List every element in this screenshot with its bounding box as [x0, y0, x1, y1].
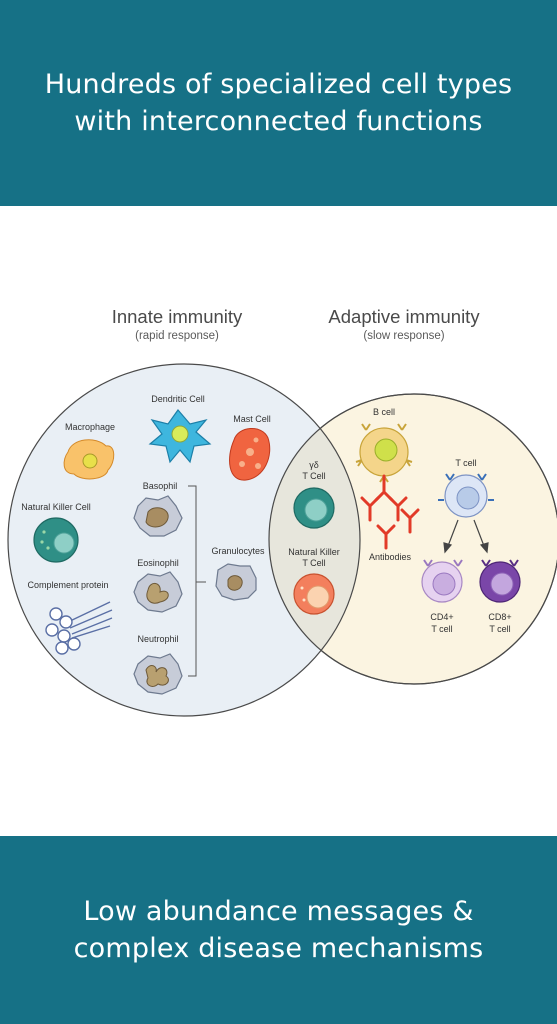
footer-line-2: complex disease mechanisms — [73, 933, 484, 964]
natural-killer-cell-icon — [33, 517, 79, 563]
bottom-banner: Low abundance messages & complex disease… — [0, 836, 557, 1024]
granulocyte-icon — [215, 563, 257, 601]
mast-cell-icon — [229, 428, 271, 481]
t-cell-differentiation-arrows — [443, 519, 489, 554]
granulocytes-label: Granulocytes — [211, 546, 265, 556]
dendritic-label: Dendritic Cell — [151, 394, 205, 404]
basophil-icon — [133, 495, 183, 537]
header-line-2: with interconnected functions — [74, 106, 483, 137]
complement-protein-icon — [45, 601, 113, 655]
cd8-label-2: T cell — [489, 624, 510, 634]
granulocytes-bracket — [188, 485, 206, 677]
nkt-cell-icon — [293, 573, 335, 615]
dendritic-cell-icon — [148, 409, 212, 464]
overlap-region — [269, 394, 360, 684]
nkt-cell-label-1: Natural Killer — [288, 547, 340, 557]
cd4-label-1: CD4+ — [430, 612, 453, 622]
eosinophil-label: Eosinophil — [137, 558, 179, 568]
antibodies-label: Antibodies — [369, 552, 412, 562]
neutrophil-label: Neutrophil — [137, 634, 178, 644]
footer-line-1: Low abundance messages & — [83, 896, 474, 927]
t-cell-icon — [438, 473, 494, 518]
macrophage-icon — [63, 439, 115, 480]
cd8-t-cell-icon — [479, 559, 521, 603]
nkt-cell-label-2: T Cell — [302, 558, 325, 568]
innate-title: Innate immunity — [112, 306, 243, 327]
gd-t-cell-label-1: γδ — [309, 460, 319, 470]
antibodies-icon — [360, 474, 420, 550]
top-banner: Hundreds of specialized cell types with … — [0, 0, 557, 206]
t-cell-label: T cell — [455, 458, 476, 468]
cd4-t-cell-icon — [421, 559, 463, 603]
gd-t-cell-label-2: T Cell — [302, 471, 325, 481]
b-cell-icon — [355, 423, 413, 483]
mast-cell-label: Mast Cell — [233, 414, 271, 424]
header-line-1: Hundreds of specialized cell types — [44, 69, 513, 100]
cd8-label-1: CD8+ — [488, 612, 511, 622]
adaptive-subtitle: (slow response) — [363, 330, 444, 342]
innate-subtitle: (rapid response) — [135, 330, 219, 342]
cd4-label-2: T cell — [431, 624, 452, 634]
natural-killer-label: Natural Killer Cell — [21, 502, 91, 512]
gd-t-cell-icon — [293, 487, 335, 529]
macrophage-label: Macrophage — [65, 422, 115, 432]
b-cell-label: B cell — [373, 407, 395, 417]
eosinophil-icon — [133, 571, 183, 613]
immunity-venn-diagram: Innate immunity (rapid response) Adaptiv… — [0, 206, 557, 836]
basophil-label: Basophil — [143, 481, 178, 491]
adaptive-title: Adaptive immunity — [328, 306, 480, 327]
neutrophil-icon — [133, 653, 183, 695]
complement-label: Complement protein — [27, 580, 108, 590]
